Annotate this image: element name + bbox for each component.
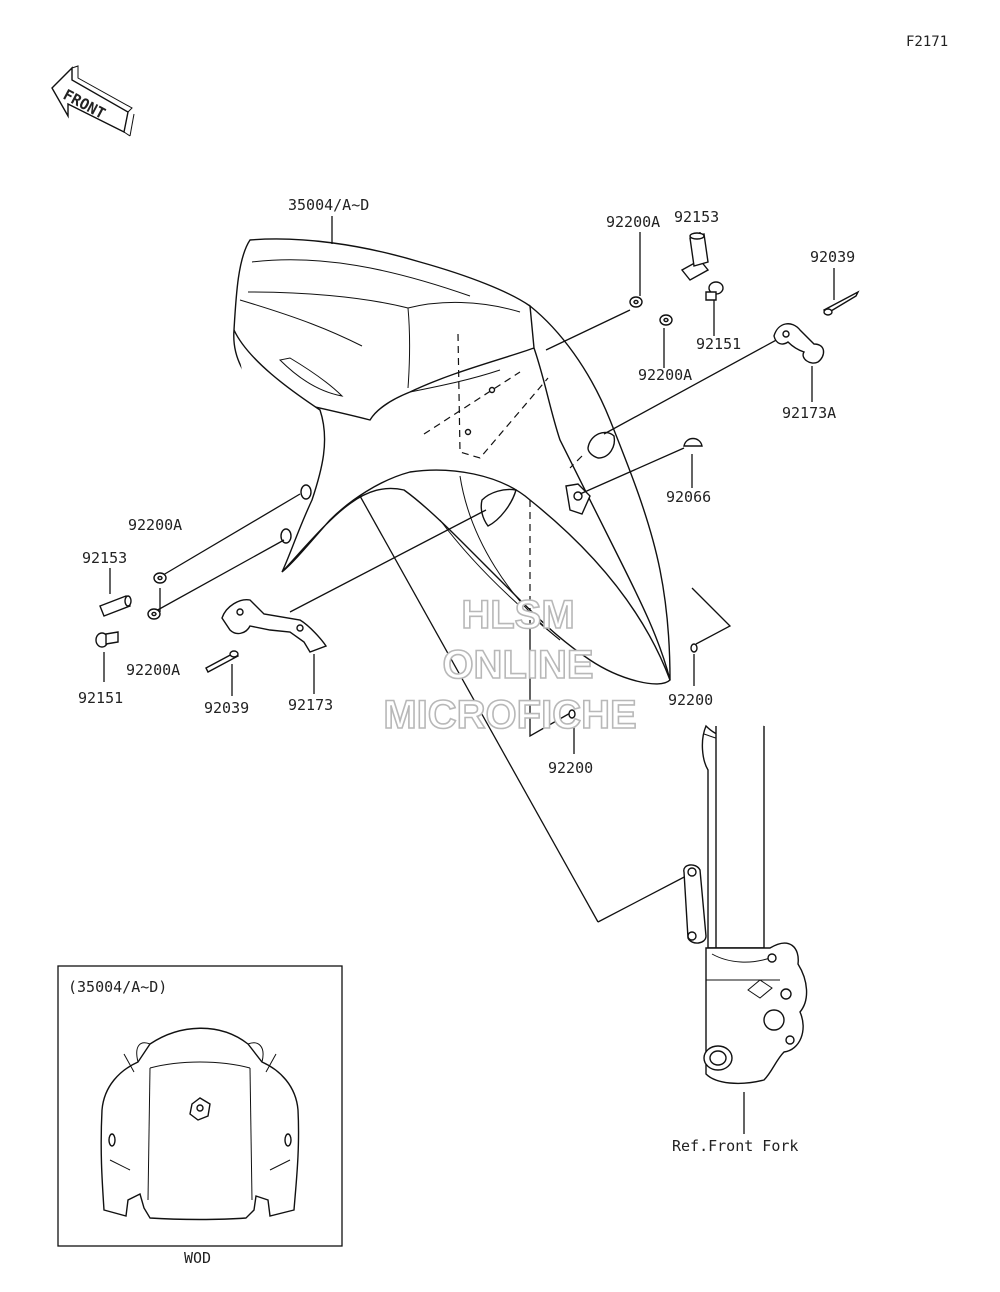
bolt-right (705, 281, 724, 301)
label-fender: 35004/A~D (288, 196, 369, 214)
watermark: HLSM ONLINE MICROFICHE (383, 592, 638, 738)
label-washer-left-bottom: 92200A (126, 661, 180, 679)
label-ref-fork: Ref.Front Fork (672, 1137, 798, 1155)
label-bolt-left: 92151 (78, 689, 123, 707)
clamp-pin-left (205, 650, 239, 673)
watermark-line2: ONLINE (442, 643, 593, 687)
washer-right-top (629, 296, 643, 308)
clamp-right (773, 323, 825, 364)
inset-caption: WOD (184, 1249, 211, 1267)
label-washer-right-bottom: 92200A (638, 366, 692, 384)
assembly-lines (103, 216, 835, 1134)
label-collar-left: 92153 (82, 549, 127, 567)
front-fork (683, 724, 808, 1085)
front-fender (233, 238, 671, 685)
label-washer-right-top: 92200A (606, 213, 660, 231)
label-clamp-left: 92173 (288, 696, 333, 714)
label-bolt-right: 92151 (696, 335, 741, 353)
watermark-line3: MICROFICHE (383, 693, 636, 737)
inset-title: (35004/A~D) (68, 978, 167, 996)
grommet (565, 437, 703, 515)
bolt-left (95, 631, 119, 648)
label-collar-right: 92153 (674, 208, 719, 226)
label-clamp-pin-right: 92039 (810, 248, 855, 266)
label-clamp-right: 92173A (782, 404, 836, 422)
watermark-line1: HLSM (461, 593, 574, 637)
washer-center (690, 643, 698, 653)
label-washer-lower: 92200 (548, 759, 593, 777)
label-clamp-pin-left: 92039 (204, 699, 249, 717)
front-arrow-icon: FRONT (51, 65, 135, 137)
clamp-left (221, 599, 328, 653)
diagram-code: F2171 (906, 34, 948, 50)
collar-right (680, 232, 710, 281)
collar-left (99, 595, 132, 617)
clamp-pin-right (823, 290, 860, 316)
washer-lower (568, 709, 576, 719)
washer-left-top (153, 572, 167, 584)
washer-right-bottom (659, 314, 673, 326)
label-grommet: 92066 (666, 488, 711, 506)
label-washer-left-top: 92200A (128, 516, 182, 534)
washer-left-bottom (147, 608, 161, 620)
label-washer-center: 92200 (668, 691, 713, 709)
inset-box: (35004/A~D) WOD (57, 965, 343, 1267)
